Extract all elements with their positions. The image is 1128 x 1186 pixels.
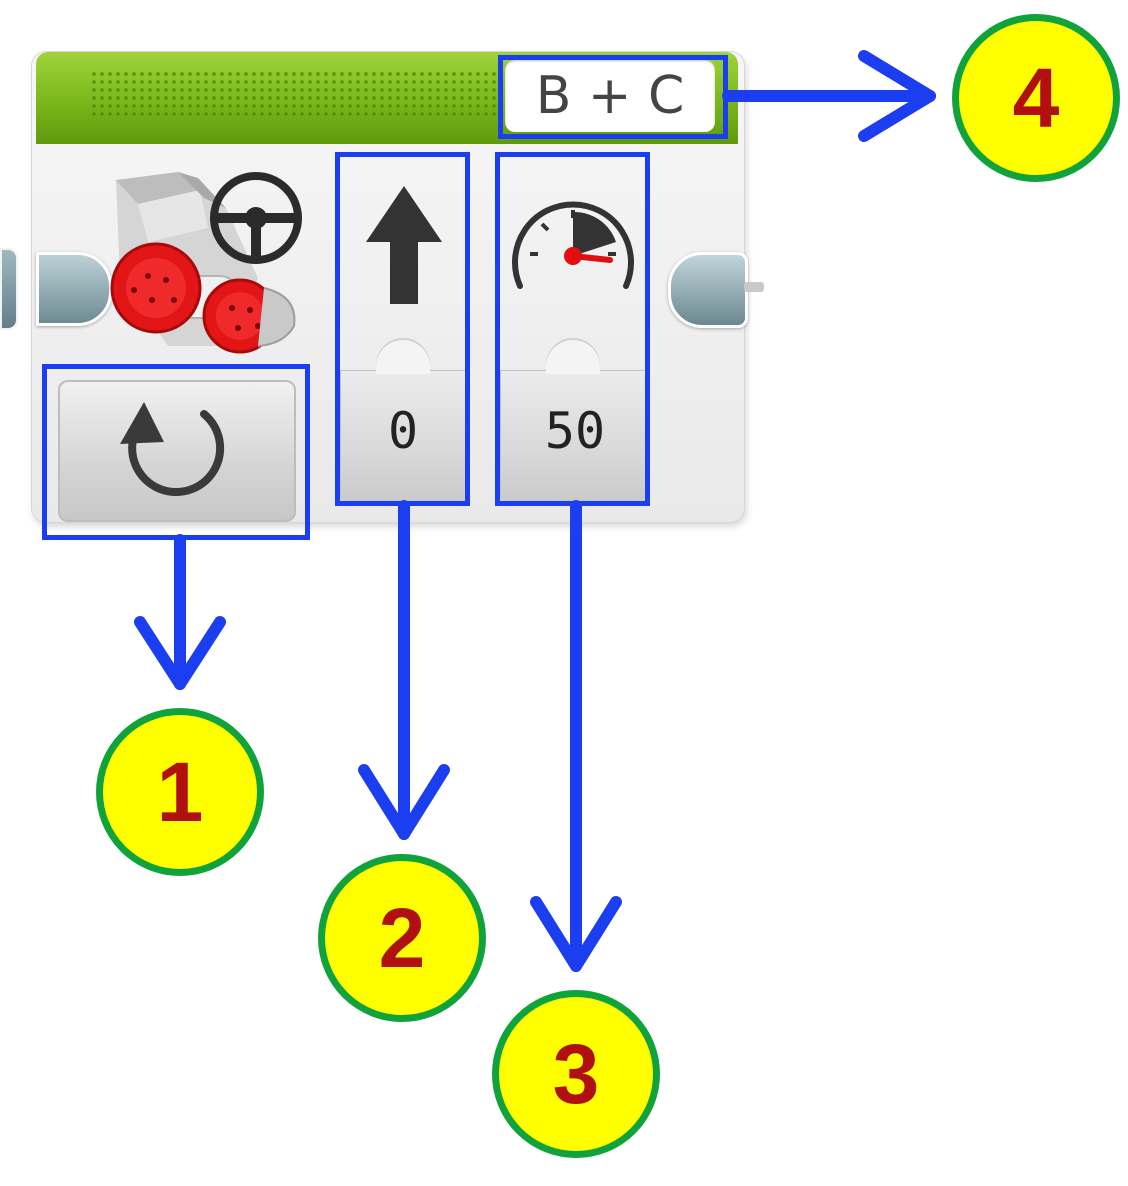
header-grip-texture <box>90 70 500 118</box>
power-value[interactable]: 50 <box>544 402 606 460</box>
port-selector-label: B + C <box>535 66 685 126</box>
arrowhead-1 <box>134 616 226 690</box>
sequence-output-connector[interactable] <box>668 252 748 328</box>
mode-selector-button[interactable] <box>58 380 296 522</box>
up-arrow-icon <box>366 186 442 304</box>
callout-marker-1: 1 <box>96 708 264 876</box>
steering-input-notch <box>376 338 430 374</box>
sequence-wire-stub <box>744 282 764 292</box>
port-selector[interactable]: B + C <box>505 60 715 132</box>
speedometer-icon <box>512 201 634 289</box>
rotate-icon <box>120 402 225 497</box>
callout-marker-3: 3 <box>492 990 660 1158</box>
power-parameter-plug[interactable] <box>500 370 650 504</box>
callout-marker-2: 2 <box>318 854 486 1022</box>
steering-value[interactable]: 0 <box>387 402 419 460</box>
power-input-notch <box>546 338 600 374</box>
callout-label-3: 3 <box>552 1026 600 1121</box>
callout-label-1: 1 <box>156 744 204 839</box>
steering-parameter-plug[interactable] <box>340 370 466 504</box>
callout-marker-4: 4 <box>952 14 1120 182</box>
callout-label-2: 2 <box>378 890 426 985</box>
sequence-input-connector[interactable] <box>36 252 112 326</box>
arrowhead-2 <box>358 764 450 840</box>
callout-label-4: 4 <box>1012 50 1060 145</box>
steering-motors-icon <box>110 172 302 354</box>
previous-block-connector-stub <box>0 248 18 330</box>
arrowhead-3 <box>530 896 622 972</box>
arrowhead-4 <box>858 50 936 142</box>
